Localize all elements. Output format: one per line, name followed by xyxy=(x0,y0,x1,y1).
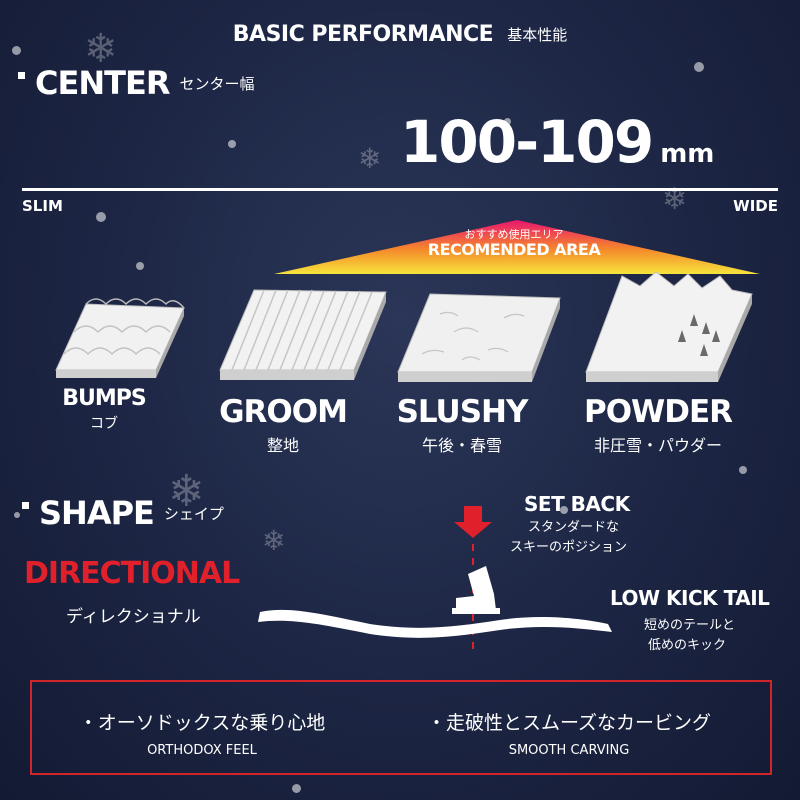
shape-title-en: SHAPE xyxy=(39,494,155,532)
snow-dot xyxy=(694,62,704,72)
shape-title-jp: シェイプ xyxy=(163,504,224,523)
terrain-label-slushy: SLUSHY 午後・春雪 xyxy=(388,394,536,456)
recommended-area-label-en: RECOMENDED AREA xyxy=(427,240,601,259)
center-title-en: CENTER xyxy=(35,64,170,102)
slushy-terrain-icon xyxy=(397,293,561,382)
bullet-square xyxy=(22,502,29,509)
terrain-name-en: GROOM xyxy=(219,394,348,430)
center-width-unit: mm xyxy=(660,139,715,169)
snow-dot xyxy=(228,140,236,148)
snow-dot xyxy=(292,784,301,793)
terrain-name-en: SLUSHY xyxy=(396,394,529,430)
shape-section-heading: SHAPE シェイプ xyxy=(22,494,224,532)
snow-dot xyxy=(12,46,21,55)
powder-terrain-icon xyxy=(585,272,753,382)
snow-dot xyxy=(560,506,568,514)
page-title: BASIC PERFORMANCE 基本性能 xyxy=(0,22,800,47)
low-kick-tail-desc-line-2: 低めのキック xyxy=(648,638,727,653)
scale-label-slim: SLIM xyxy=(22,197,63,215)
shape-type-en: DIRECTIONAL xyxy=(24,556,240,591)
terrain-label-powder: POWDER 非圧雪・パウダー xyxy=(568,394,748,456)
center-section-heading: CENTER センター幅 xyxy=(18,64,254,102)
low-kick-tail-title: LOW KICK TAIL xyxy=(610,586,770,610)
feature-item: ・オーソドックスな乗り心地 ORTHODOX FEEL xyxy=(52,708,352,758)
terrain-label-groom: GROOM 整地 xyxy=(208,394,358,456)
feature-summary-box: ・オーソドックスな乗り心地 ORTHODOX FEEL ・走破性とスムーズなカー… xyxy=(30,680,772,775)
set-back-arrow-icon xyxy=(454,506,492,538)
scale-label-wide: WIDE xyxy=(733,197,778,215)
ski-profile-icon xyxy=(258,506,612,650)
snowflake-icon: ❄ xyxy=(662,182,688,217)
groomed-terrain-icon xyxy=(219,289,387,380)
snow-dot xyxy=(739,466,747,474)
page-title-en: BASIC PERFORMANCE xyxy=(232,22,494,47)
snowflake-icon: ❄ xyxy=(262,524,286,557)
feature-jp: ・オーソドックスな乗り心地 xyxy=(78,712,326,734)
feature-item: ・走破性とスムーズなカービング SMOOTH CARVING xyxy=(384,708,754,758)
snowflake-icon: ❄ xyxy=(168,466,205,517)
terrain-name-jp: コブ xyxy=(90,416,118,432)
setback-title: SET BACK xyxy=(524,492,630,516)
center-title-jp: センター幅 xyxy=(179,74,255,93)
recommended-area-triangle xyxy=(274,220,760,274)
snow-dot xyxy=(96,212,106,222)
bumps-terrain-icon xyxy=(55,298,185,378)
low-kick-tail-desc-line-1: 短めのテールと xyxy=(644,618,736,633)
page-title-jp: 基本性能 xyxy=(507,26,568,44)
snow-dot xyxy=(136,262,144,270)
terrain-label-bumps: BUMPS コブ xyxy=(44,386,164,433)
terrain-name-en: BUMPS xyxy=(62,386,147,411)
shape-type-jp: ディレクショナル xyxy=(66,607,201,627)
snow-dot xyxy=(14,512,20,518)
center-width-number: 100-109 xyxy=(400,108,654,176)
width-scale-line xyxy=(22,188,778,191)
feature-en: ORTHODOX FEEL xyxy=(147,743,257,758)
snowflake-icon: ❄ xyxy=(84,26,118,72)
setback-desc-line-2: スキーのポジション xyxy=(510,540,628,555)
terrain-name-jp: 整地 xyxy=(266,436,299,455)
feature-jp: ・走破性とスムーズなカービング xyxy=(426,712,712,734)
terrain-name-jp: 午後・春雪 xyxy=(421,436,502,455)
terrain-name-en: POWDER xyxy=(583,394,733,430)
snowflake-icon: ❄ xyxy=(358,142,382,175)
recommended-area-label-jp: おすすめ使用エリア xyxy=(464,228,564,241)
snow-dot xyxy=(504,118,511,125)
terrain-name-jp: 非圧雪・パウダー xyxy=(593,436,722,455)
setback-desc-line-1: スタンダードな xyxy=(528,520,620,535)
bullet-square xyxy=(18,72,25,79)
feature-en: SMOOTH CARVING xyxy=(508,743,630,758)
ski-boot-icon xyxy=(452,566,500,614)
